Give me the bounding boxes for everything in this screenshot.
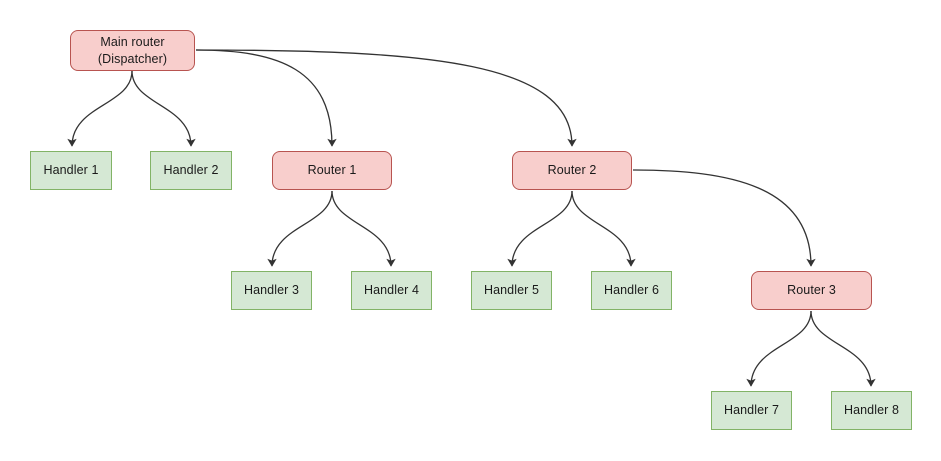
edge-main-to-router-1 (195, 49, 337, 147)
node-handler-4[interactable]: Handler 4 (351, 271, 432, 310)
node-label-handler-2: Handler 2 (163, 163, 219, 178)
node-router-1[interactable]: Router 1 (272, 151, 392, 190)
node-label-handler-3: Handler 3 (243, 283, 300, 298)
node-label-handler-7: Handler 7 (723, 403, 780, 418)
node-label-router-1: Router 1 (307, 163, 357, 178)
node-router-2[interactable]: Router 2 (512, 151, 632, 190)
node-handler-6[interactable]: Handler 6 (591, 271, 672, 310)
edge-router-1-to-handler-4 (331, 190, 396, 267)
node-label-handler-8: Handler 8 (843, 403, 900, 418)
node-main-router[interactable]: Main router (Dispatcher) (70, 30, 195, 71)
edge-router-2-to-handler-6 (571, 190, 636, 267)
edge-main-to-handler-1 (67, 70, 133, 147)
node-label-handler-6: Handler 6 (603, 283, 660, 298)
node-handler-8[interactable]: Handler 8 (831, 391, 912, 430)
node-handler-3[interactable]: Handler 3 (231, 271, 312, 310)
node-router-3[interactable]: Router 3 (751, 271, 872, 310)
edge-router-2-to-router-3 (632, 169, 816, 267)
edge-router-1-to-handler-3 (267, 190, 333, 267)
node-handler-5[interactable]: Handler 5 (471, 271, 552, 310)
node-handler-2[interactable]: Handler 2 (150, 151, 232, 190)
node-label-main-router: Main router (Dispatcher) (97, 34, 168, 66)
edge-router-2-to-handler-5 (507, 190, 573, 267)
node-label-router-3: Router 3 (787, 283, 836, 298)
edge-router-3-to-handler-7 (746, 310, 812, 387)
node-label-handler-5: Handler 5 (483, 283, 540, 298)
node-label-handler-4: Handler 4 (363, 283, 420, 298)
edges-group (67, 49, 876, 387)
node-handler-7[interactable]: Handler 7 (711, 391, 792, 430)
node-label-router-2: Router 2 (547, 163, 597, 178)
node-label-handler-1: Handler 1 (43, 163, 99, 178)
edge-router-3-to-handler-8 (810, 310, 876, 387)
edge-main-to-handler-2 (131, 70, 196, 147)
edge-main-to-router-2 (195, 49, 577, 147)
node-handler-1[interactable]: Handler 1 (30, 151, 112, 190)
